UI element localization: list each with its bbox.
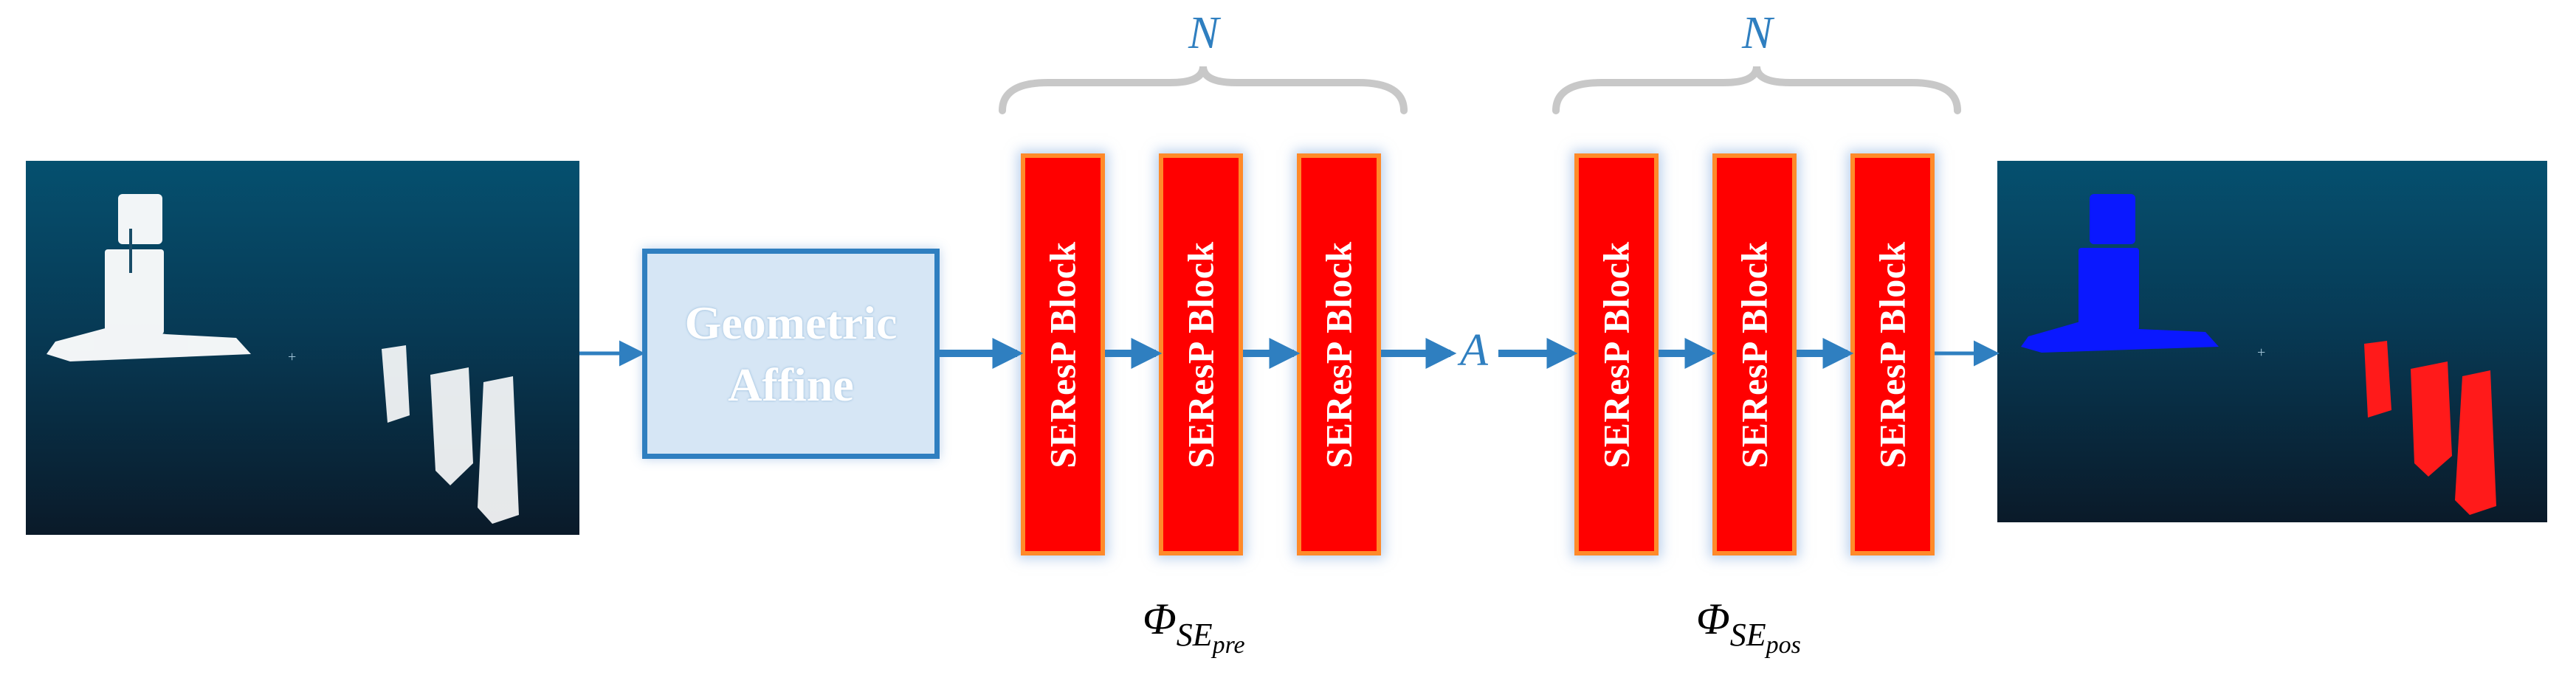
center-marker: + (2257, 345, 2265, 361)
phi-se-pre-label: ΦSEpre (1143, 594, 1245, 659)
geometric-affine-label-line2: Affine (728, 358, 854, 411)
input-point-cloud: + (26, 161, 579, 535)
geometric-affine-label-line1: Geometric (684, 296, 898, 349)
phi-pre-subscript: SE (1176, 617, 1213, 653)
seresp-block-pre-1: SEResP Block (1021, 153, 1105, 555)
center-marker: + (288, 349, 296, 365)
input-point-cloud-drawing: + (47, 194, 519, 524)
n-label-pos: N (1742, 8, 1773, 58)
phi-se-pos-label: ΦSEpos (1696, 594, 1801, 659)
phi-symbol: Φ (1696, 595, 1730, 643)
output-object-red (2364, 341, 2496, 515)
input-object-left (47, 194, 251, 361)
brace-pre-group (999, 66, 1408, 114)
phi-pos-subscript: SE (1729, 617, 1766, 653)
phi-pos-subsubscript: pos (1766, 631, 1801, 659)
output-segmented-point-cloud: + (1997, 161, 2547, 522)
output-object-blue (2021, 194, 2219, 353)
phi-pre-subsubscript: pre (1212, 631, 1245, 659)
input-object-right (382, 345, 519, 524)
attention-label: A (1460, 325, 1488, 375)
n-label-pre: N (1188, 8, 1219, 58)
brace-pos-group (1552, 66, 1961, 114)
output-point-cloud-drawing: + (2021, 194, 2496, 515)
geometric-affine-label: Geometric Affine (685, 292, 898, 416)
phi-symbol: Φ (1143, 595, 1177, 643)
